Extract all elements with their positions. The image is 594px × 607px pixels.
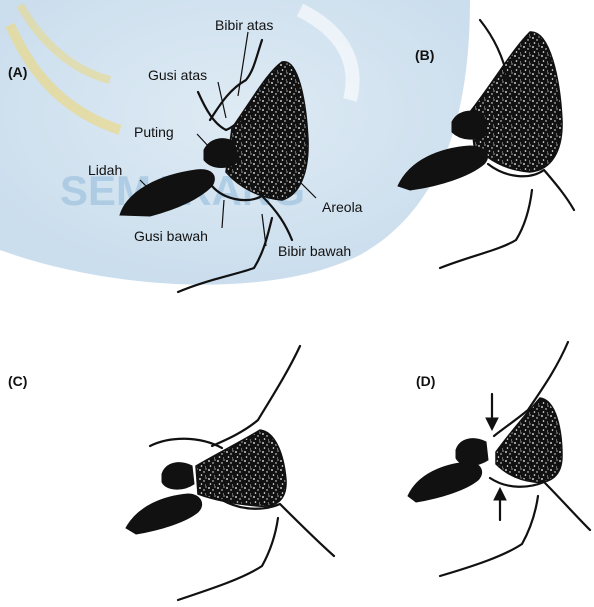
panel-d-tongue <box>408 462 482 502</box>
panel-c-breast <box>196 430 286 506</box>
panel-c-lower-contour <box>222 500 334 556</box>
label-puting: Puting <box>134 124 174 140</box>
panel-d-nipple <box>456 439 488 465</box>
panel-c-nipple <box>162 463 194 489</box>
panel-c-upper-contour <box>212 346 300 446</box>
panel-d-lower-contour <box>490 478 590 530</box>
panel-c-tongue <box>126 494 202 534</box>
panel-d-breast <box>496 398 562 482</box>
panel-c: (C) <box>8 346 334 600</box>
nipple-shape <box>204 139 240 168</box>
label-bibir-atas: Bibir atas <box>215 17 273 33</box>
panel-a-label: (A) <box>8 64 27 80</box>
panel-b-nipple <box>452 111 488 139</box>
panel-c-chin-contour <box>178 518 278 600</box>
label-lidah: Lidah <box>88 162 122 178</box>
label-areola: Areola <box>322 199 363 215</box>
panel-d-label: (D) <box>416 373 435 389</box>
panel-b-chin-contour <box>440 190 532 268</box>
arrow-down-icon <box>486 394 498 430</box>
panel-d: (D) <box>408 342 590 576</box>
label-gusi-atas: Gusi atas <box>148 67 207 83</box>
panel-b-label: (B) <box>415 47 434 63</box>
arrow-up-icon <box>494 488 506 520</box>
panel-c-label: (C) <box>8 373 27 389</box>
label-bibir-bawah: Bibir bawah <box>278 243 351 259</box>
label-gusi-bawah: Gusi bawah <box>134 228 208 244</box>
panel-d-chin-contour <box>440 496 538 576</box>
